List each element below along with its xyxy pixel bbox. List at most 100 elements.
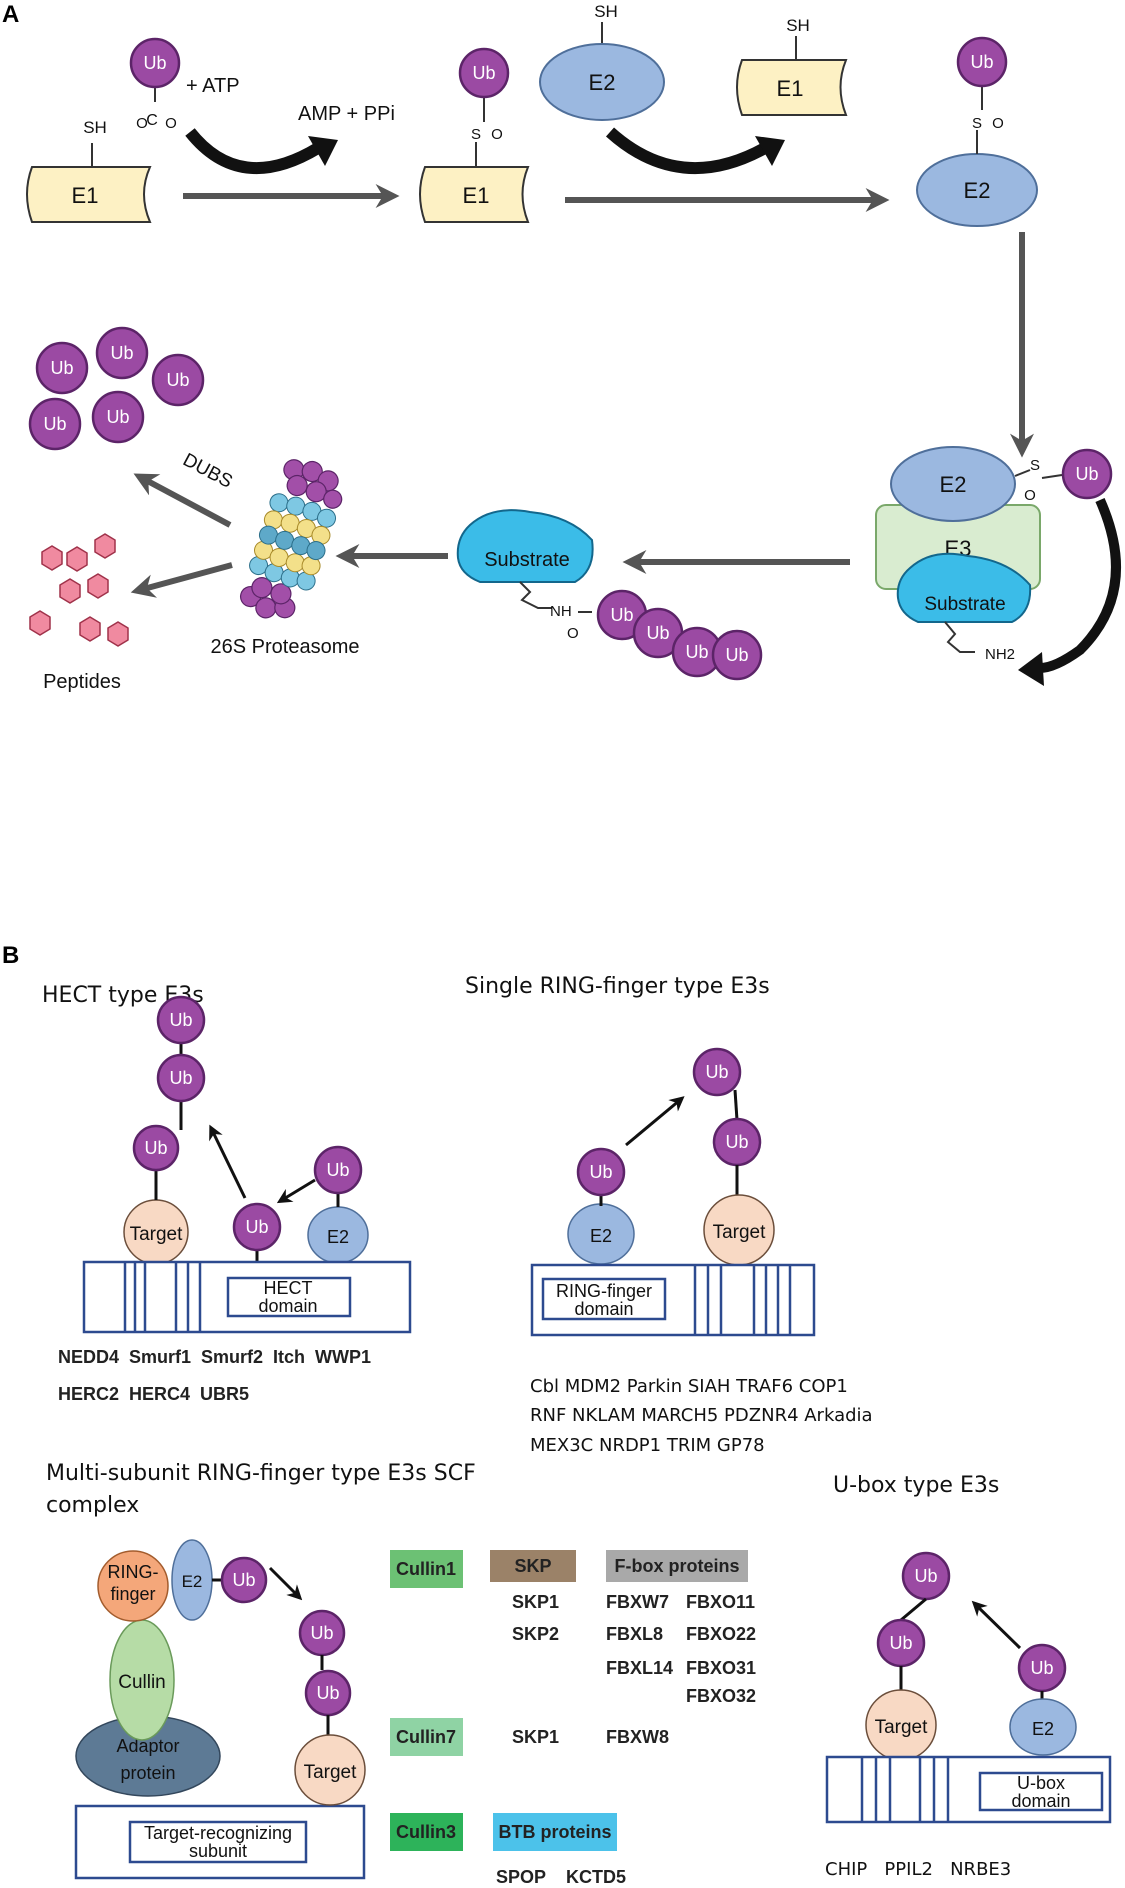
polyubiquitinated-substrate: Substrate NH O Ub Ub Ub Ub xyxy=(456,509,763,681)
ring-examples-1: Cbl MDM2 Parkin SIAH TRAF6 COP1 xyxy=(530,1376,848,1397)
ring-examples-3: MEX3C NRDP1 TRIM GP78 xyxy=(530,1435,765,1456)
e2-label: E2 xyxy=(327,1227,349,1247)
e2-label: E2 xyxy=(589,70,616,95)
e1-label: E1 xyxy=(72,183,99,208)
hect-domain-label-1: HECT xyxy=(264,1278,313,1298)
e2-ub-thioester: E2 S O Ub xyxy=(916,36,1038,227)
cullin-label: Cullin xyxy=(118,1672,166,1693)
ub-label: Ub xyxy=(169,1010,192,1030)
svg-text:O: O xyxy=(992,115,1004,132)
ub-label: Ub xyxy=(685,642,708,662)
btb-header: BTB proteins xyxy=(498,1822,611,1842)
hect-diagram: Ub Ub Ub Target Ub E2 Ub HECT domain xyxy=(82,995,412,1334)
ub-label: Ub xyxy=(43,414,66,434)
ring-examples-2: RNF NKLAM MARCH5 PDZNR4 Arkadia xyxy=(530,1405,873,1426)
target-label: Target xyxy=(875,1717,929,1738)
amp-label: AMP + PPi xyxy=(298,103,395,125)
fbox-header: F-box proteins xyxy=(615,1556,740,1576)
arrow-dubs xyxy=(133,473,232,528)
fbxl14-label: FBXL14 xyxy=(606,1658,673,1678)
ubox-diagram: Ub Ub Target Ub E2 U-box domain xyxy=(825,1551,1112,1824)
skp1-label: SKP1 xyxy=(512,1592,559,1612)
curved-arrow-e2 xyxy=(605,127,768,175)
ub-label: Ub xyxy=(245,1217,268,1237)
e2-label: E2 xyxy=(964,178,991,203)
proteasome-26s: 26S Proteasome xyxy=(211,459,360,658)
scf-title-1: Multi-subunit RING-finger type E3s SCF xyxy=(46,1461,476,1486)
panel-label-b: B xyxy=(2,942,19,969)
ubox-title: U-box type E3s xyxy=(833,1473,999,1498)
e1-label: E1 xyxy=(777,76,804,101)
ring-diagram: E2 Ub Ub Ub Target RING-finger domain xyxy=(530,1047,816,1337)
atp-label: + ATP xyxy=(186,75,240,97)
ub-label: Ub xyxy=(589,1162,612,1182)
ubox-examples: CHIP PPIL2 NRBE3 xyxy=(825,1859,1011,1880)
ubox-domain-label-2: domain xyxy=(1011,1791,1070,1811)
fbxl8-label: FBXL8 xyxy=(606,1624,663,1644)
e2-e3-substrate-complex: E3 E2 S O Ub Substrate NH2 xyxy=(875,446,1113,663)
svg-text:O: O xyxy=(1024,487,1036,504)
hect-examples-2: HERC2 HERC4 UBR5 xyxy=(58,1384,249,1404)
ubox-domain-label-1: U-box xyxy=(1017,1773,1065,1793)
target-label: Target xyxy=(304,1762,358,1783)
skp-header: SKP xyxy=(514,1556,551,1576)
s-label: S xyxy=(471,126,481,143)
ub-label: Ub xyxy=(1030,1658,1053,1678)
spop-label: SPOP xyxy=(496,1867,546,1887)
fbxo32-label: FBXO32 xyxy=(686,1686,756,1706)
sh-label: SH xyxy=(786,16,810,35)
ub-label: Ub xyxy=(914,1566,937,1586)
peptides xyxy=(29,533,129,647)
ub-free: C Ub O O xyxy=(129,37,181,132)
arrow-peptides xyxy=(130,562,233,598)
proteasome-label: 26S Proteasome xyxy=(211,636,360,658)
scf-diagram: Target-recognizing subunit Adaptor prote… xyxy=(74,1539,366,1880)
ub-label: Ub xyxy=(725,645,748,665)
ring-finger-label-1: RING- xyxy=(108,1562,159,1582)
nh2-label: NH2 xyxy=(985,646,1015,663)
fbxw7-label: FBXW7 xyxy=(606,1592,669,1612)
e1-ub-thioester: E1 S O Ub xyxy=(419,47,530,223)
ub-label: Ub xyxy=(106,407,129,427)
trs-label-1: Target-recognizing xyxy=(144,1823,292,1843)
kctd5-label: KCTD5 xyxy=(566,1867,626,1887)
skp2-label: SKP2 xyxy=(512,1624,559,1644)
target-label: Target xyxy=(713,1222,767,1243)
s-label: S xyxy=(1030,457,1040,474)
svg-text:O: O xyxy=(491,126,503,143)
hect-examples-1: NEDD4 Smurf1 Smurf2 Itch WWP1 xyxy=(58,1347,371,1367)
nh-label: NH xyxy=(550,603,572,620)
released-ubiquitins: Ub Ub Ub Ub Ub xyxy=(28,326,205,451)
ub-label: Ub xyxy=(144,1138,167,1158)
ub-label: Ub xyxy=(610,605,633,625)
ub-label: Ub xyxy=(889,1633,912,1653)
cullin1-label: Cullin1 xyxy=(396,1559,456,1579)
adaptor-label-1: Adaptor xyxy=(116,1736,179,1756)
ub-label: Ub xyxy=(1075,464,1098,484)
ring-domain-label-1: RING-finger xyxy=(556,1281,652,1301)
e2-label: E2 xyxy=(940,472,967,497)
ub-label: Ub xyxy=(169,1068,192,1088)
trs-label-2: subunit xyxy=(189,1841,247,1861)
ub-label: Ub xyxy=(143,53,166,73)
ub-label: Ub xyxy=(725,1132,748,1152)
e2-label: E2 xyxy=(182,1572,203,1591)
ring-finger-label-2: finger xyxy=(110,1584,155,1604)
curved-arrow-atp xyxy=(185,128,322,174)
ring-title: Single RING-finger type E3s xyxy=(465,974,770,999)
e1-label: E1 xyxy=(463,183,490,208)
hect-domain-label-2: domain xyxy=(258,1296,317,1316)
e2-label: E2 xyxy=(590,1226,612,1246)
fbxw8-label: FBXW8 xyxy=(606,1727,669,1747)
ub-label: Ub xyxy=(50,358,73,378)
e1-enzyme-free: SH E1 xyxy=(26,118,152,223)
fbxo22-label: FBXO22 xyxy=(686,1624,756,1644)
substrate-label: Substrate xyxy=(924,594,1005,615)
svg-text:O: O xyxy=(136,115,148,132)
fbxo11-label: FBXO11 xyxy=(686,1592,755,1612)
s-label: S xyxy=(972,115,982,132)
ub-label: Ub xyxy=(326,1160,349,1180)
e2-free: SH E2 xyxy=(539,2,665,121)
ub-label: Ub xyxy=(472,63,495,83)
